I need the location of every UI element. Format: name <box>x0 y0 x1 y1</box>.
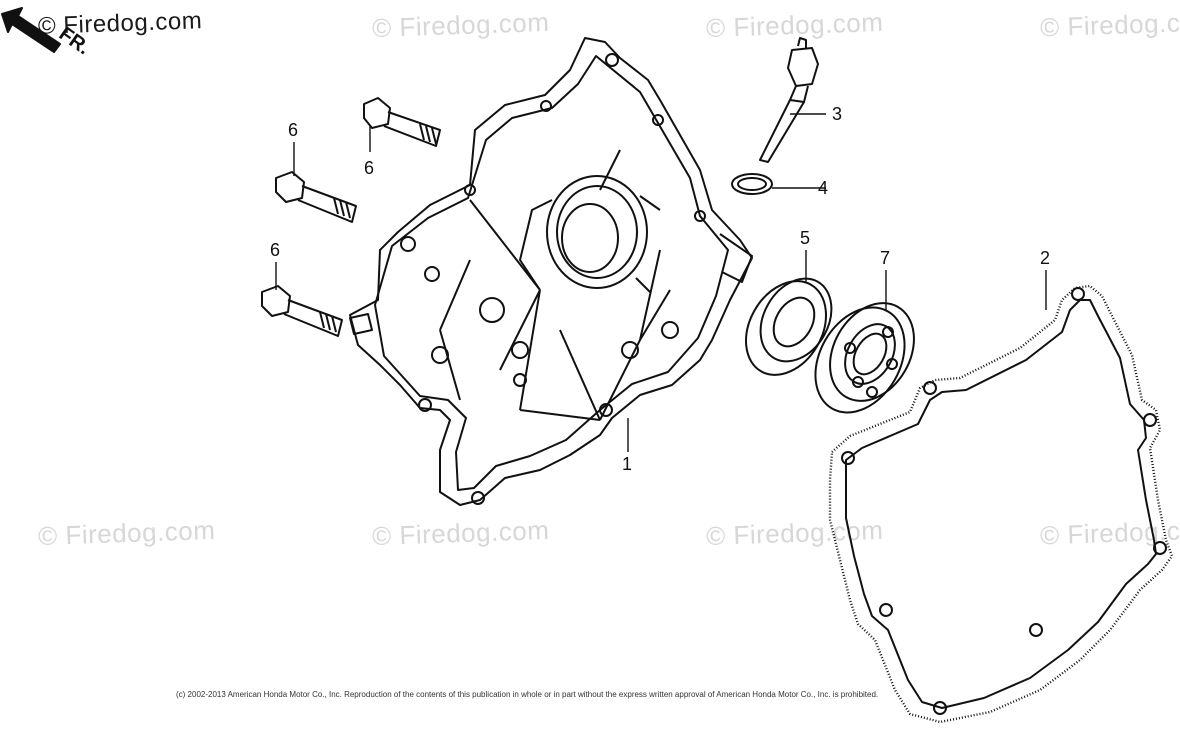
dipstick <box>759 37 819 163</box>
callout-part-7: 7 <box>880 248 891 268</box>
oil-seal <box>745 277 833 376</box>
callout-part-4: 4 <box>818 178 829 198</box>
front-arrow-icon <box>1 7 61 53</box>
o-ring <box>731 173 773 195</box>
callout-part-6: 6 <box>270 240 281 260</box>
bolt <box>261 285 343 337</box>
leader-lines <box>275 113 1047 452</box>
callout-part-1: 1 <box>622 454 633 474</box>
callout-part-3: 3 <box>832 104 843 124</box>
crankcase-cover <box>349 37 753 506</box>
callout-part-5: 5 <box>800 228 811 248</box>
bolt <box>363 97 441 147</box>
ball-bearing <box>814 302 915 414</box>
bolt <box>275 171 357 223</box>
callout-part-2: 2 <box>1040 248 1051 268</box>
callout-part-6: 6 <box>288 120 299 140</box>
callout-part-6: 6 <box>364 158 375 178</box>
copyright-notice: (c) 2002-2013 American Honda Motor Co., … <box>176 690 879 699</box>
gasket <box>828 284 1174 724</box>
